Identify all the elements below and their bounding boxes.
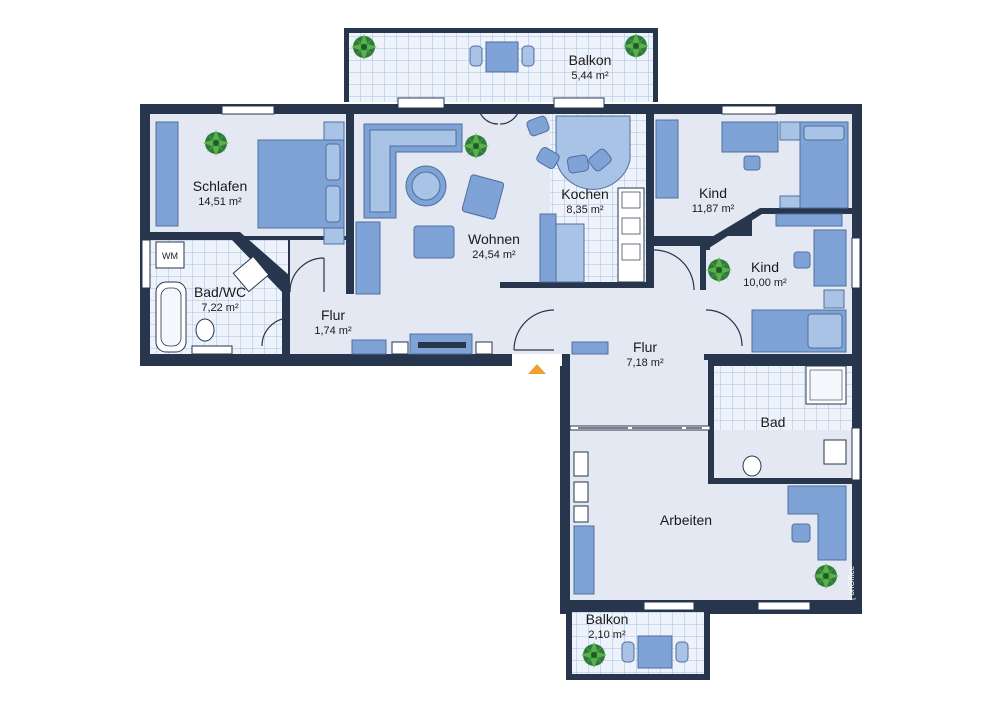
balkon-top bbox=[344, 28, 658, 102]
label-bad-wc-name: Bad/WC bbox=[194, 284, 246, 300]
label-bad-name: Bad bbox=[761, 414, 786, 430]
balkon-table bbox=[469, 41, 535, 73]
label-kind-1-area: 11,87 m² bbox=[692, 203, 735, 215]
balkon-bottom-furniture bbox=[581, 635, 689, 669]
room-labels: Balkon 5,44 m² Schlafen 14,51 m² Wohnen … bbox=[193, 52, 787, 641]
label-kochen-area: 8,35 m² bbox=[566, 204, 604, 216]
arbeiten-furniture bbox=[573, 451, 847, 595]
kind-2-furniture bbox=[706, 213, 847, 353]
label-kochen-name: Kochen bbox=[561, 186, 608, 202]
entrance-arrow-icon bbox=[528, 364, 546, 374]
label-flur-right-area: 7,18 m² bbox=[626, 357, 664, 369]
bad-wc-furniture: WM bbox=[155, 241, 270, 355]
label-balkon-top-name: Balkon bbox=[569, 52, 612, 68]
brand-label: [ onOffice bbox=[847, 565, 856, 600]
label-kind-2-area: 10,00 m² bbox=[743, 277, 787, 289]
label-bad-wc-area: 7,22 m² bbox=[201, 302, 239, 314]
label-schlafen-area: 14,51 m² bbox=[198, 196, 242, 208]
doors bbox=[261, 103, 743, 429]
label-balkon-bottom-name: Balkon bbox=[586, 611, 629, 627]
label-kind-1-name: Kind bbox=[699, 185, 727, 201]
label-flur-right-name: Flur bbox=[633, 339, 657, 355]
label-balkon-bottom-area: 2,10 m² bbox=[588, 629, 626, 641]
washing-machine-label: WM bbox=[162, 251, 178, 261]
windows bbox=[141, 97, 861, 611]
interior-walls bbox=[150, 114, 852, 610]
bad-furniture bbox=[742, 365, 847, 477]
label-flur-left-name: Flur bbox=[321, 307, 345, 323]
label-kind-2-name: Kind bbox=[751, 259, 779, 275]
wohnen-furniture bbox=[351, 123, 505, 355]
kochen-furniture bbox=[526, 115, 645, 283]
label-wohnen-name: Wohnen bbox=[468, 231, 520, 247]
flur-cabinet bbox=[571, 341, 609, 355]
label-wohnen-area: 24,54 m² bbox=[472, 249, 516, 261]
label-schlafen-name: Schlafen bbox=[193, 178, 247, 194]
kind-1-furniture bbox=[655, 119, 849, 209]
label-arbeiten-name: Arbeiten bbox=[660, 512, 712, 528]
schlafen-furniture bbox=[155, 121, 345, 245]
label-flur-left-area: 1,74 m² bbox=[314, 325, 352, 337]
label-balkon-top-area: 5,44 m² bbox=[571, 70, 609, 82]
